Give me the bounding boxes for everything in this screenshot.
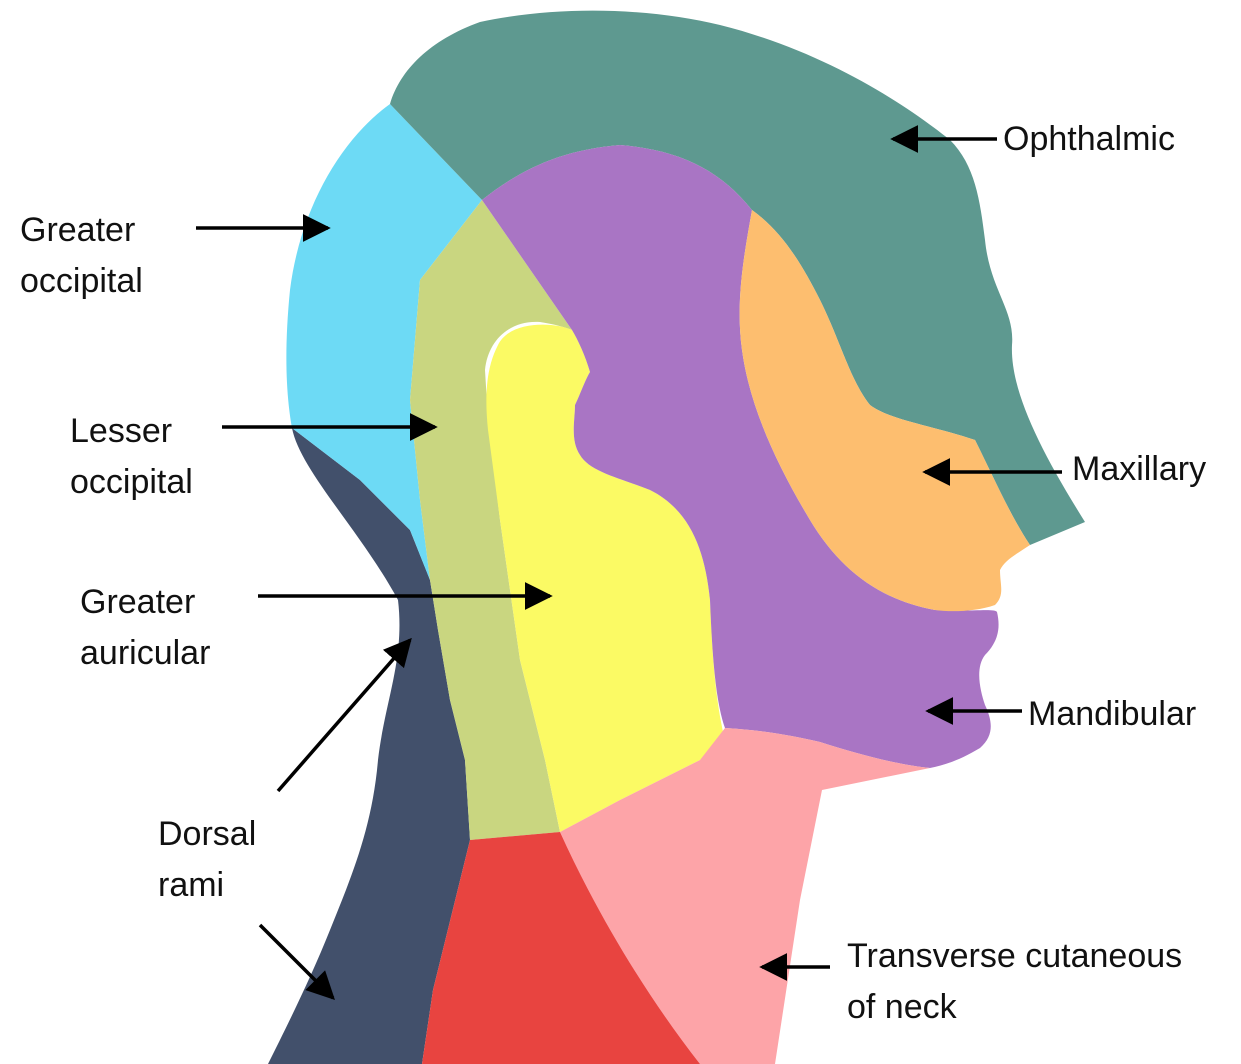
label-maxillary-line1: Maxillary xyxy=(1072,444,1206,495)
label-greater-auricular-line2: auricular xyxy=(80,628,210,679)
label-dorsal-rami: Dorsal rami xyxy=(158,809,256,911)
label-greater-occipital-line2: occipital xyxy=(20,256,143,307)
label-transverse-cutaneous-line2: of neck xyxy=(847,982,1182,1033)
label-lesser-occipital-line2: occipital xyxy=(70,457,193,508)
label-lesser-occipital: Lesser occipital xyxy=(70,406,193,508)
label-maxillary: Maxillary xyxy=(1072,444,1206,495)
label-transverse-cutaneous: Transverse cutaneous of neck xyxy=(847,931,1182,1033)
label-ophthalmic-line1: Ophthalmic xyxy=(1003,114,1175,165)
label-mandibular-line1: Mandibular xyxy=(1028,689,1196,740)
label-greater-auricular-line1: Greater xyxy=(80,577,210,628)
label-greater-occipital: Greater occipital xyxy=(20,205,143,307)
label-greater-occipital-line1: Greater xyxy=(20,205,143,256)
label-ophthalmic: Ophthalmic xyxy=(1003,114,1175,165)
label-lesser-occipital-line1: Lesser xyxy=(70,406,193,457)
label-transverse-cutaneous-line1: Transverse cutaneous xyxy=(847,931,1182,982)
label-dorsal-rami-line1: Dorsal xyxy=(158,809,256,860)
label-mandibular: Mandibular xyxy=(1028,689,1196,740)
label-greater-auricular: Greater auricular xyxy=(80,577,210,679)
label-dorsal-rami-line2: rami xyxy=(158,860,256,911)
